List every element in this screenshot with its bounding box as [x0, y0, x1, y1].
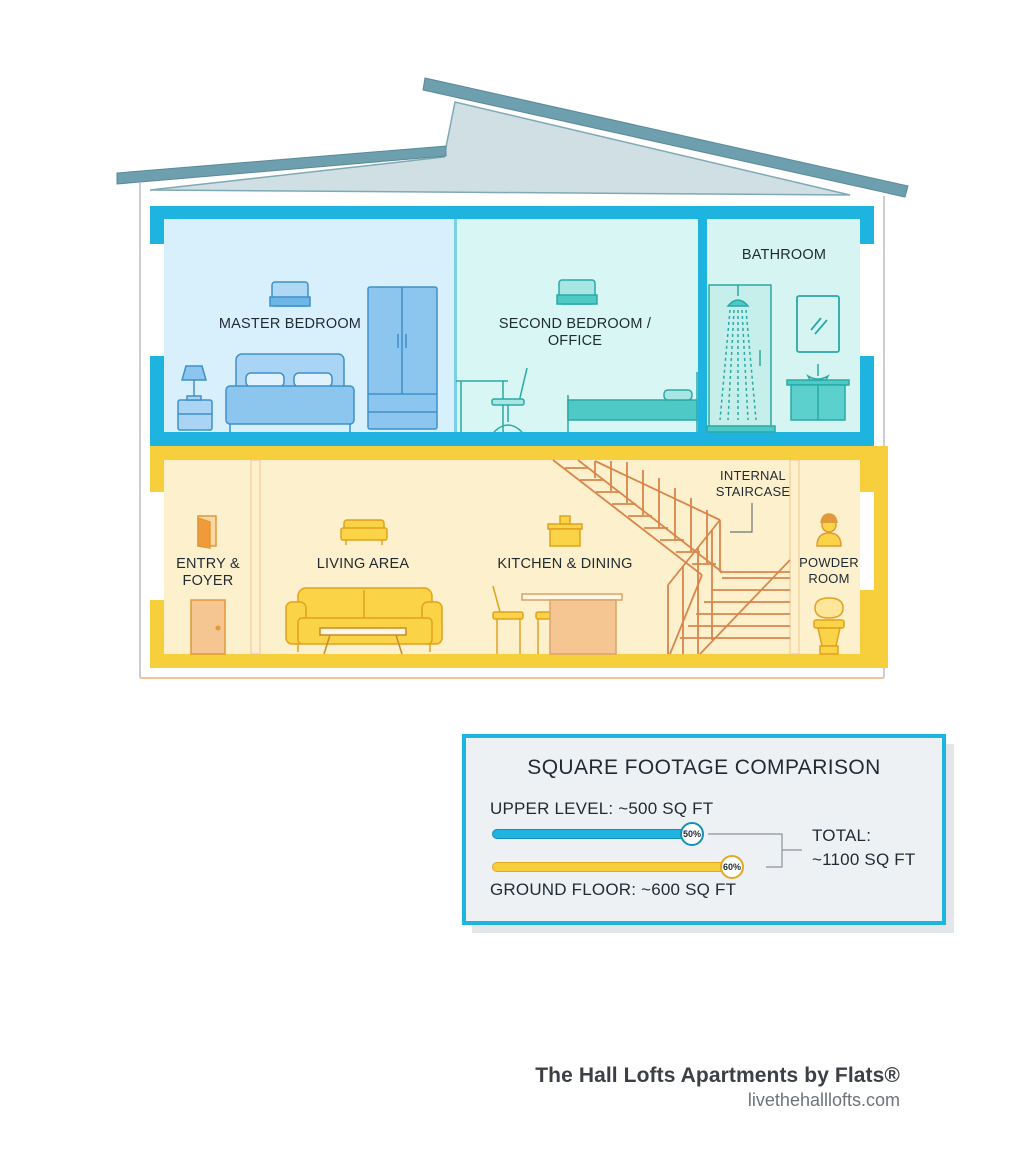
sofa-icon	[285, 587, 443, 652]
second-bedroom-label-line2: OFFICE	[547, 333, 603, 349]
square-footage-card: SQUARE FOOTAGE COMPARISON UPPER LEVEL: ~…	[462, 734, 946, 925]
staircase-leader-line	[730, 503, 753, 533]
living-area-label: LIVING AREA	[316, 556, 410, 572]
entry-door-icon	[197, 515, 217, 549]
bed-icon	[225, 353, 355, 432]
comparison-title: SQUARE FOOTAGE COMPARISON	[527, 756, 881, 779]
powder-room-label-line2: ROOM	[808, 571, 850, 586]
toilet-icon	[813, 597, 845, 655]
bathroom-label: BATHROOM	[741, 247, 827, 263]
master-bed-icon	[269, 281, 311, 307]
cooktop-icon	[547, 515, 583, 547]
ground-floor-label: GROUND FLOOR: ~600 SQ FT	[490, 880, 737, 899]
desk-icon	[456, 380, 508, 432]
person-icon	[816, 513, 842, 547]
total-label-line2: ~1100 SQ FT	[812, 850, 916, 869]
master-bedroom-label: MASTER BEDROOM	[218, 316, 362, 332]
coffee-table-icon	[319, 627, 407, 655]
entry-label-line1: ENTRY &	[176, 556, 240, 572]
staircase-label-line1: INTERNAL	[720, 468, 786, 483]
ground-level	[150, 446, 888, 668]
staircase-icon	[552, 459, 791, 655]
chair-icon	[491, 367, 528, 433]
sink-vanity-icon	[786, 364, 850, 421]
nightstand-icon	[177, 365, 213, 431]
upper-level-label: UPPER LEVEL: ~500 SQ FT	[490, 799, 714, 818]
brand-url: livethehalllofts.com	[747, 1090, 900, 1110]
roof	[116, 77, 909, 198]
entry-label-line2: FOYER	[182, 573, 234, 589]
mirror-icon	[796, 295, 840, 353]
total-label-line1: TOTAL:	[812, 826, 872, 845]
kitchen-dining-label: KITCHEN & DINING	[497, 556, 633, 572]
staircase-label-line2: STAIRCASE	[715, 484, 791, 499]
shower-icon	[706, 284, 776, 433]
sofa-small-icon	[340, 519, 388, 545]
brand-name: The Hall Lofts Apartments by Flats®	[535, 1064, 900, 1087]
powder-room-label-line1: POWDER	[799, 555, 859, 570]
wardrobe-icon	[367, 286, 438, 430]
upper-level-percent-badge: 50%	[680, 822, 704, 846]
second-bed-icon	[556, 279, 598, 305]
bar-stool-icon	[492, 585, 553, 654]
total-bracket	[708, 833, 802, 868]
ground-floor-percent-badge: 60%	[720, 855, 744, 879]
second-bedroom-label-line1: SECOND BEDROOM /	[498, 316, 652, 332]
kitchen-island-icon	[521, 593, 623, 655]
single-bed-icon	[567, 372, 698, 432]
front-door-icon	[190, 599, 226, 655]
